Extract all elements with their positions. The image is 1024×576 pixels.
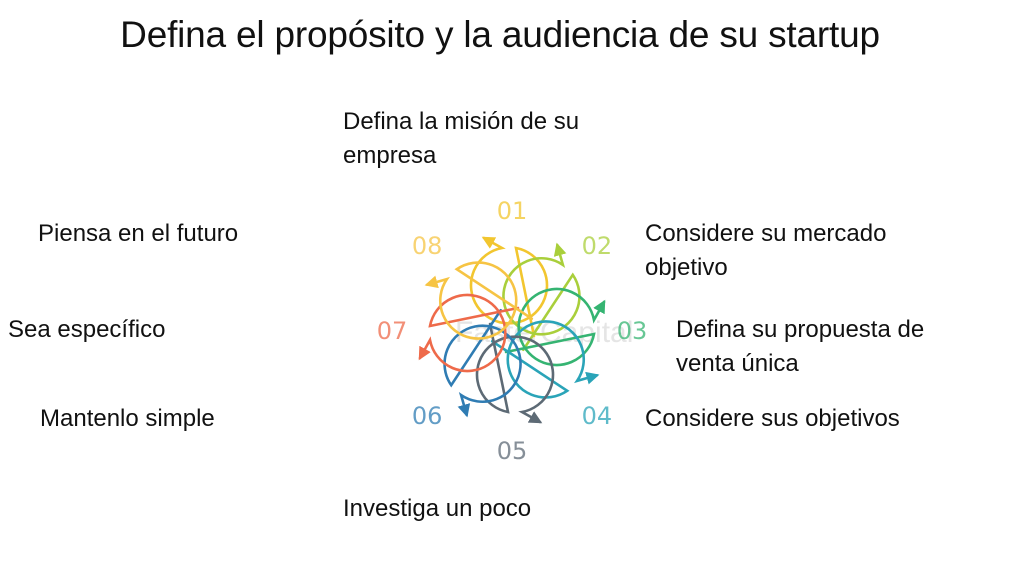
step-number-08: 08 — [412, 232, 443, 260]
step-number-05: 05 — [497, 437, 528, 465]
loop-arrow-02 — [502, 242, 581, 352]
page-title: Defina el propósito y la audiencia de su… — [120, 14, 880, 55]
loop-arrow-08 — [424, 261, 534, 340]
step-number-07: 07 — [377, 317, 408, 345]
step-label-08: Piensa en el futuro — [38, 217, 238, 251]
loop-arrow-07 — [418, 293, 520, 373]
step-label-03: Defina su propuesta de venta única — [676, 313, 924, 381]
step-label-02-line-2: objetivo — [645, 254, 728, 281]
step-label-05-line-1: Investiga un poco — [343, 495, 532, 522]
step-label-03-line-2: venta única — [676, 350, 799, 377]
loop-arrow-03 — [504, 287, 606, 367]
step-label-05: Investiga un poco — [343, 492, 531, 526]
step-number-01: 01 — [497, 197, 528, 225]
loop-arrow-06 — [443, 308, 522, 418]
step-label-07-line-1: Sea específico — [8, 316, 166, 343]
step-label-01-line-1: Defina la misión de su — [343, 108, 580, 135]
step-label-06: Mantenlo simple — [40, 402, 215, 436]
step-label-03-line-1: Defina su propuesta de — [676, 316, 925, 343]
step-number-03: 03 — [617, 317, 648, 345]
step-label-01-line-2: empresa — [343, 142, 437, 169]
step-label-04-line-1: Considere sus objetivos — [645, 405, 900, 432]
step-label-06-line-1: Mantenlo simple — [40, 405, 215, 432]
step-number-04: 04 — [582, 402, 613, 430]
step-number-02: 02 — [582, 232, 613, 260]
step-label-02-line-1: Considere su mercado — [645, 220, 887, 247]
step-number-06: 06 — [412, 402, 443, 430]
step-label-02: Considere su mercado objetivo — [645, 217, 886, 285]
step-label-04: Considere sus objetivos — [645, 402, 900, 436]
step-label-01: Defina la misión de su empresa — [343, 105, 579, 173]
loop-arrow-05 — [475, 322, 555, 424]
loop-arrow-04 — [490, 320, 600, 399]
step-label-08-line-1: Piensa en el futuro — [38, 220, 239, 247]
step-label-07: Sea específico — [8, 313, 165, 347]
